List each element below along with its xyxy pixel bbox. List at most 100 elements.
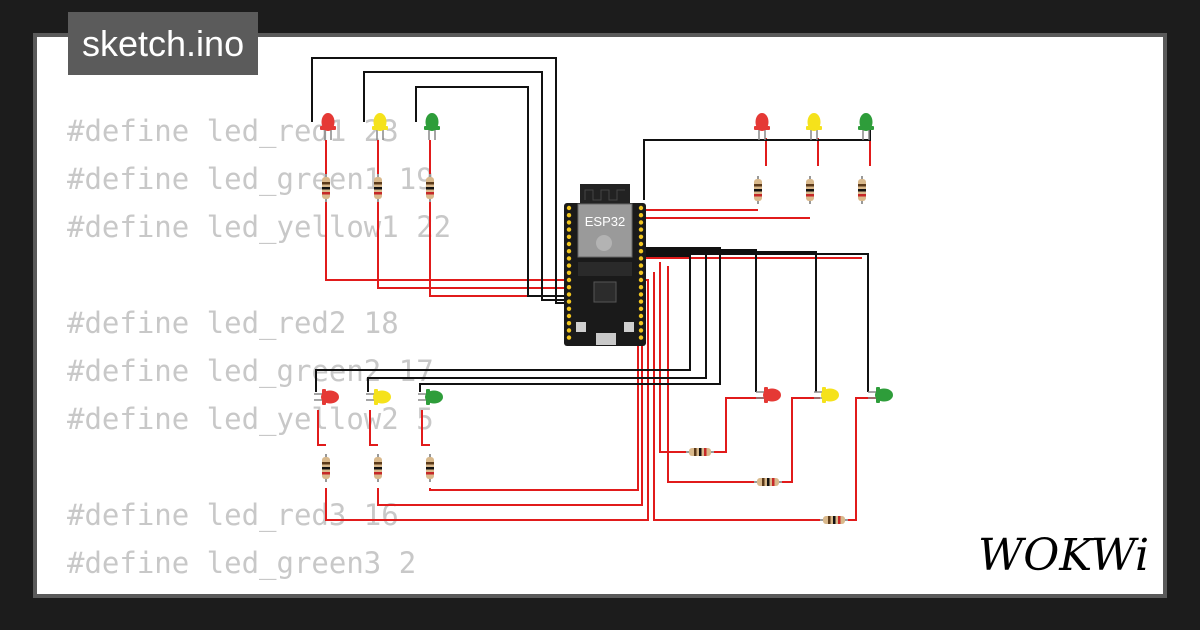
pin [566, 299, 572, 304]
pin [638, 321, 644, 326]
pin [638, 227, 644, 232]
pin [638, 270, 644, 275]
resistor [858, 176, 866, 204]
pin [638, 335, 644, 340]
resistor [820, 516, 848, 524]
resistor-band [858, 184, 866, 187]
pin [566, 292, 572, 297]
resistor-band [754, 184, 762, 187]
resistor-band [833, 516, 836, 524]
resistor [426, 174, 434, 202]
resistor-band [426, 472, 434, 475]
led [814, 387, 839, 403]
resistor [426, 454, 434, 482]
pin [566, 335, 572, 340]
led [858, 113, 874, 140]
resistor-band [374, 182, 382, 185]
resistor-band [322, 187, 330, 190]
wire-black [311, 57, 566, 304]
resistor-band [322, 472, 330, 475]
led-rim [764, 387, 768, 403]
resistor-band [374, 467, 382, 470]
wire-black [643, 124, 871, 200]
pin [566, 306, 572, 311]
pin [638, 263, 644, 268]
pin [566, 227, 572, 232]
usb-port [596, 333, 616, 345]
wire-red [317, 410, 326, 446]
wire-black [363, 71, 566, 301]
pin [638, 220, 644, 225]
led [424, 113, 440, 140]
resistor-band [426, 182, 434, 185]
resistor-band [426, 467, 434, 470]
wire-red [421, 410, 430, 446]
led [372, 113, 388, 140]
led-rim [876, 387, 880, 403]
led-rim [424, 126, 440, 130]
antenna-trace [584, 189, 625, 201]
resistor [322, 454, 330, 482]
resistor-band [767, 478, 770, 486]
led [868, 387, 893, 403]
resistor-band [858, 194, 866, 197]
en-button[interactable] [576, 322, 586, 332]
leds [314, 113, 893, 405]
led [756, 387, 781, 403]
resistor [686, 448, 714, 456]
resistor-band [322, 182, 330, 185]
pin [566, 263, 572, 268]
led [418, 389, 443, 405]
resistor-band [838, 516, 841, 524]
resistor [754, 176, 762, 204]
resistor-band [426, 192, 434, 195]
wokwi-logo: WOKWi [976, 526, 1151, 586]
boot-button[interactable] [624, 322, 634, 332]
pin [638, 299, 644, 304]
pin [638, 277, 644, 283]
resistor-band [374, 462, 382, 465]
wire-red [653, 272, 822, 521]
led-rim [320, 126, 336, 130]
chip [578, 262, 632, 276]
wire-black [646, 253, 869, 392]
resistor-band [806, 194, 814, 197]
file-tab[interactable]: sketch.ino [68, 12, 259, 75]
resistor [374, 174, 382, 202]
resistor-band [322, 467, 330, 470]
pin [566, 241, 572, 247]
code-line: #define led_red1 23 [67, 114, 399, 148]
preview-card: #define led_red1 23#define led_green1 19… [33, 33, 1167, 598]
pin [638, 234, 644, 239]
led-rim [822, 387, 826, 403]
resistor-band [374, 192, 382, 195]
pin [566, 213, 572, 218]
file-tab-label: sketch.ino [82, 22, 245, 64]
led-rim [426, 389, 430, 405]
led-rim [858, 126, 874, 130]
pin [638, 313, 644, 319]
led [320, 113, 336, 140]
resistor-band [772, 478, 775, 486]
pin [638, 205, 644, 211]
pin [638, 249, 644, 254]
pin [638, 256, 644, 261]
pin [566, 220, 572, 225]
pin [566, 234, 572, 239]
resistor-band [828, 516, 831, 524]
code-line: #define led_green3 2 [67, 546, 417, 580]
resistor-band [754, 189, 762, 192]
pin [638, 328, 644, 333]
wire-black [646, 249, 757, 392]
resistor-band [858, 189, 866, 192]
led-rim [374, 389, 378, 405]
resistor-band [704, 448, 707, 456]
resistor-band [754, 194, 762, 197]
led-rim [322, 389, 326, 405]
wire-red [369, 410, 378, 446]
wire-red [325, 140, 566, 281]
esp32-board[interactable]: ESP32 [564, 184, 646, 346]
resistor [806, 176, 814, 204]
wire-red [848, 397, 876, 521]
